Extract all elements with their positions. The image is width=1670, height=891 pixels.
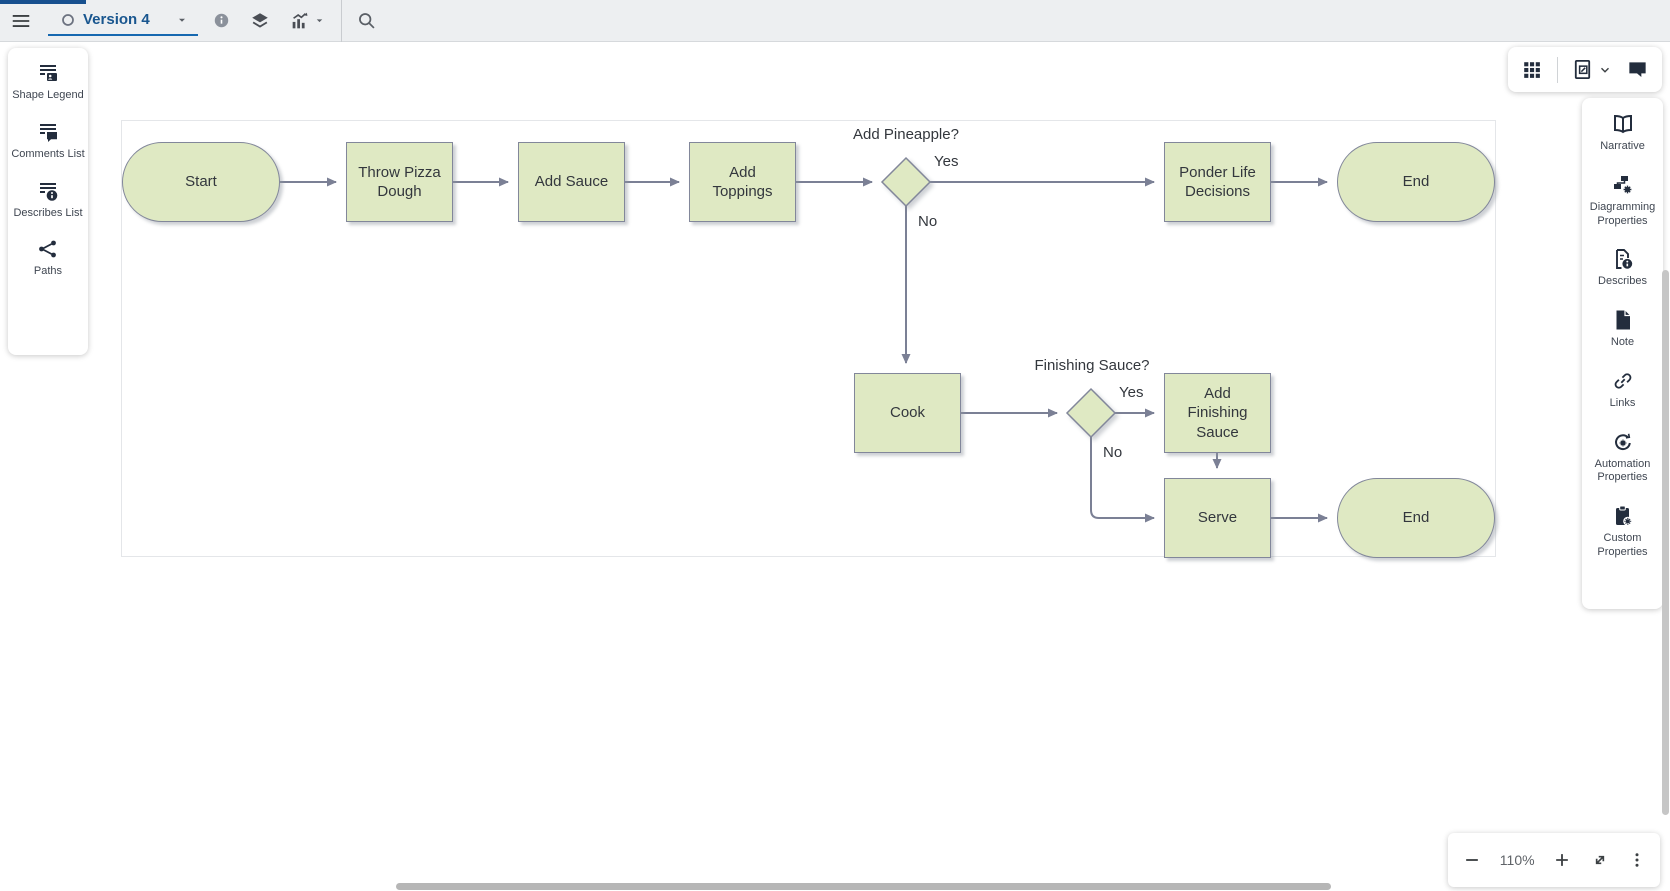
panel-item-label: Diagramming Properties [1589, 200, 1656, 227]
panel-item-label: Shape Legend [12, 89, 84, 101]
edge-label-yes-2: Yes [1119, 384, 1144, 401]
panel-item-label: Comments List [11, 147, 85, 160]
decision-label-add-pineapple: Add Pineapple? [853, 126, 959, 143]
edge-label-yes-1: Yes [934, 153, 959, 170]
document-edit-icon [1575, 59, 1591, 80]
chart-icon [292, 12, 308, 28]
edge-label-no-2: No [1103, 444, 1123, 461]
grid-view-icon[interactable] [1521, 59, 1543, 81]
version-circle-icon [60, 12, 76, 28]
zoom-level: 110% [1499, 852, 1535, 868]
vertical-scrollbar[interactable] [1662, 270, 1669, 815]
custom-properties-button[interactable]: Custom Properties [1584, 504, 1661, 560]
horizontal-scrollbar[interactable] [396, 883, 1331, 890]
diagramming-properties-button[interactable]: Diagramming Properties [1584, 173, 1661, 229]
hamburger-menu-icon[interactable] [10, 10, 32, 32]
comment-icon[interactable] [1626, 58, 1649, 81]
panel-item-label: Automation Properties [1594, 457, 1651, 484]
chevron-down-icon [316, 19, 323, 23]
flow-node-end-bottom[interactable]: End [1337, 478, 1495, 558]
panel-item-label: Links [1609, 396, 1636, 409]
flow-node-ponder-life-decisions[interactable]: Ponder Life Decisions [1164, 142, 1271, 222]
describes-icon [1615, 249, 1632, 270]
more-options-button[interactable] [1628, 851, 1646, 869]
flow-node-throw-pizza-dough[interactable]: Throw Pizza Dough [346, 142, 453, 222]
top-toolbar: Version 4 [0, 0, 1670, 42]
diagram-canvas[interactable] [121, 120, 1496, 557]
fit-to-screen-button[interactable] [1590, 850, 1610, 870]
narrative-icon [1613, 114, 1632, 134]
links-button[interactable]: Links [1584, 369, 1661, 411]
note-button[interactable]: Note [1584, 308, 1661, 350]
zoom-controls: 110% [1448, 833, 1660, 887]
search-icon[interactable] [356, 10, 377, 31]
toolbar-divider [341, 0, 342, 42]
expand-icon [1596, 855, 1605, 865]
flow-node-end-top[interactable]: End [1337, 142, 1495, 222]
shape-legend-icon [40, 65, 57, 81]
automation-properties-icon [1614, 433, 1631, 450]
flow-node-add-sauce[interactable]: Add Sauce [518, 142, 625, 222]
automation-properties-button[interactable]: Automation Properties [1584, 430, 1661, 486]
layers-icon[interactable] [249, 10, 271, 32]
document-export-button[interactable] [1571, 58, 1612, 81]
comments-list-icon [40, 123, 57, 142]
panel-item-label: Narrative [1600, 140, 1645, 152]
paths-icon [39, 240, 56, 258]
chevron-down-icon [176, 14, 188, 26]
panel-item-label: Custom Properties [1597, 532, 1648, 558]
shape-legend-button[interactable]: Shape Legend [10, 61, 86, 103]
decision-label-finishing-sauce: Finishing Sauce? [1034, 357, 1150, 374]
flow-node-serve[interactable]: Serve [1164, 478, 1271, 558]
panel-item-label: Paths [33, 265, 63, 278]
panel-item-label: Describes [1598, 275, 1647, 288]
paths-button[interactable]: Paths [10, 237, 86, 279]
describes-button[interactable]: Describes [1584, 247, 1661, 289]
canvas-view-toolbar [1508, 47, 1662, 92]
kebab-menu-icon [1635, 853, 1639, 867]
zoom-out-button[interactable] [1462, 850, 1482, 870]
panel-item-label: Describes List [13, 206, 83, 219]
version-label: Version 4 [83, 11, 150, 28]
custom-properties-icon [1615, 505, 1632, 526]
toolbar-divider [1556, 56, 1558, 83]
zoom-in-button[interactable] [1552, 850, 1572, 870]
info-icon[interactable] [212, 11, 231, 30]
describes-list-icon [40, 182, 58, 201]
left-tools-panel: Shape Legend Comments List Describes Lis… [8, 48, 88, 355]
chevron-down-icon [1601, 67, 1610, 73]
edge-label-no-1: No [918, 213, 938, 230]
diagramming-properties-icon [1613, 175, 1631, 194]
panel-item-label: Note [1610, 336, 1635, 348]
flow-node-add-toppings[interactable]: Add Toppings [689, 142, 796, 222]
links-icon [1614, 373, 1631, 389]
comments-list-button[interactable]: Comments List [10, 120, 86, 162]
chart-menu-button[interactable] [289, 10, 325, 32]
flow-node-start[interactable]: Start [122, 142, 280, 222]
flow-node-cook[interactable]: Cook [854, 373, 961, 453]
note-icon [1616, 310, 1630, 330]
describes-list-button[interactable]: Describes List [10, 179, 86, 221]
active-tab-indicator [0, 0, 86, 4]
flow-node-add-finishing-sauce[interactable]: Add Finishing Sauce [1164, 373, 1271, 453]
narrative-button[interactable]: Narrative [1584, 112, 1661, 154]
right-properties-panel: Narrative Diagramming Properties Describ… [1582, 98, 1663, 609]
version-selector[interactable]: Version 4 [48, 6, 198, 36]
